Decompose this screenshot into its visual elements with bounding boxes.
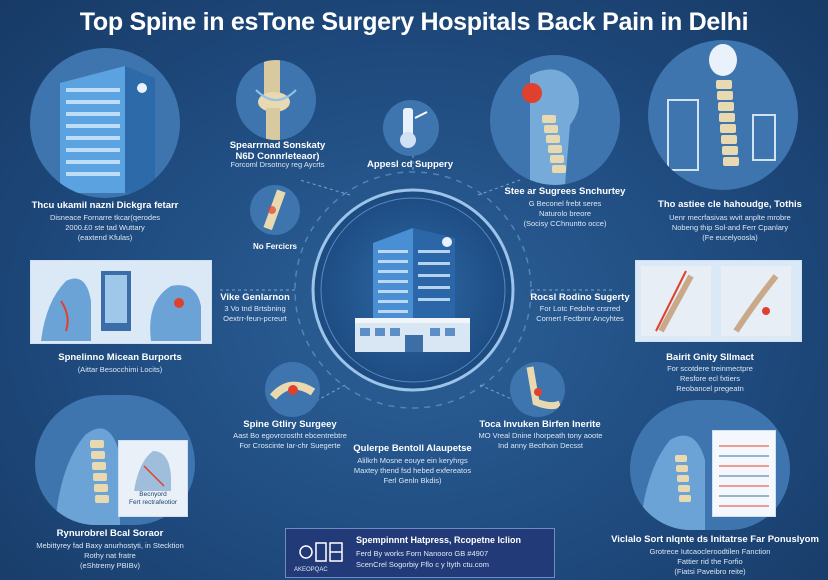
footer-title: Spempinnnt Hatpress, Rcopetne Iclion bbox=[356, 535, 522, 545]
neck-scan-icon bbox=[134, 451, 171, 491]
bone-fracture-icon bbox=[263, 189, 286, 231]
neck-spine-icon bbox=[55, 428, 120, 525]
bottom-left-label: Rynurobrel Bcal Soraor bbox=[56, 528, 164, 539]
lower-right-center-label: Toca Invuken Birfen Inerite bbox=[479, 419, 601, 430]
bottom-left-scan-panel: Becnyord Fert rectrafeotior bbox=[118, 440, 188, 517]
top-right-desc: Uenr mecrfasivas wvit anplte mrobre Nobe… bbox=[669, 213, 791, 242]
no-fercicrs-label: No Fercicrs bbox=[252, 242, 298, 251]
top-right-mid-desc: G Beconel frebt seres Naturolo breore (S… bbox=[523, 199, 607, 228]
mid-left-desc: (Aittar Besocchimi Locits) bbox=[77, 365, 163, 374]
hand-device-icon bbox=[400, 108, 428, 148]
knee-joint-circle bbox=[236, 60, 316, 140]
mid-right-desc: For scotdere treinmectpre Resfore ecl fx… bbox=[667, 364, 753, 393]
footer-logo-icon bbox=[299, 542, 343, 562]
spine-xray-illustration bbox=[641, 266, 791, 336]
top-center-left-label: Spearrrnad Sonskaty N6D Connrleteaor) bbox=[229, 140, 326, 162]
mid-right-panel bbox=[635, 260, 802, 342]
neck-treatment-icon bbox=[640, 435, 705, 530]
measurement-chart-icon bbox=[719, 445, 769, 507]
lower-center-label: Qulerpe Bentoll Alaupetse bbox=[353, 443, 472, 454]
fracture-bone-circle bbox=[250, 185, 300, 235]
footer-logo-text: AKEOPQAC bbox=[294, 567, 328, 573]
hospital-building-circle bbox=[30, 48, 180, 198]
top-center-left-desc: Forcoml Drsotncy reg Aycrts bbox=[230, 160, 325, 169]
bottom-left-panel-caption: Becnyord Fert rectrafeotior bbox=[128, 491, 178, 506]
mid-right-center-label: Rocsl Rodino Sugerty bbox=[530, 292, 630, 303]
lower-center-desc: Alilkrh Mosne eouye ein keryhrgs Maxtey … bbox=[353, 456, 472, 485]
lower-left-center-desc: Aast Bo egovrcrostht ebcentrebtre For Cr… bbox=[233, 431, 347, 450]
foot-circle bbox=[510, 362, 565, 417]
bottom-left-desc: Mebittyrey fad Baxy anurhostyti, in Stec… bbox=[36, 541, 184, 570]
top-right-mid-label: Stee ar Sugrees Snchurtey bbox=[504, 186, 626, 197]
skeleton-spine-circle bbox=[648, 40, 798, 190]
lower-left-center-label: Spine Gtliry Surgeey bbox=[243, 419, 337, 430]
hospital-building-icon bbox=[60, 66, 155, 193]
skeleton-spine-icon bbox=[667, 44, 776, 171]
neck-treatment-circle bbox=[630, 400, 790, 530]
bottom-right-desc: Grotrece Iutcaocleroodtilen Fanction Fat… bbox=[649, 547, 771, 576]
footer-box: AKEOPQAC Spempinnnt Hatpress, Rcopetne I… bbox=[285, 528, 555, 578]
top-left-desc: Disneace Fornarre tkcar(qerodes 2000.£0 … bbox=[49, 213, 161, 242]
mid-left-panel bbox=[30, 260, 212, 344]
lower-right-center-desc: MO Vreal Dnine Ihorpeath tony aoote Ind … bbox=[478, 431, 603, 450]
mid-left-center-desc: 3 Vo tnd Brtsbning Oextrr-feun-pcreurt bbox=[223, 304, 287, 323]
mid-right-center-desc: For Lotc Fedohe crsrred Cornert Fectbrnr… bbox=[536, 304, 624, 323]
head-spine-icon bbox=[522, 69, 579, 185]
hand-circle bbox=[383, 100, 439, 156]
bottom-right-label: Viclalo Sort nlqnte ds Initatrse Far Pon… bbox=[611, 534, 819, 545]
bottom-right-chart-panel bbox=[712, 430, 776, 517]
mid-left-center-label: Vike Genlarnon bbox=[220, 292, 290, 303]
knee-joint-icon bbox=[255, 60, 297, 140]
mid-left-label: Spnelinno Micean Burports bbox=[58, 352, 182, 363]
hub-hospital bbox=[355, 228, 470, 352]
foot-bone-icon bbox=[526, 366, 562, 410]
page-title: Top Spine in esTone Surgery Hospitals Ba… bbox=[79, 8, 749, 36]
footer-line1: Ferd By works Forn Nanooro GB #4907 bbox=[356, 549, 489, 558]
mid-right-label: Bairit Gnity Sllmact bbox=[666, 352, 754, 363]
head-spine-circle bbox=[490, 55, 620, 185]
appeal-label: Appesl cd Suppery bbox=[366, 159, 454, 170]
top-left-label: Thcu ukamil nazni Dickgra fetarr bbox=[31, 200, 179, 211]
spine-surgery-icon bbox=[269, 381, 316, 400]
spine-surgery-circle bbox=[265, 362, 320, 417]
footer-line2: ScenCrel Sogorbiy Fflo c y ltyth ctu.com bbox=[356, 560, 489, 569]
neck-scan-illustration bbox=[41, 271, 201, 341]
top-right-label: Tho astiee cle hahoudge, Tothis bbox=[658, 199, 802, 210]
